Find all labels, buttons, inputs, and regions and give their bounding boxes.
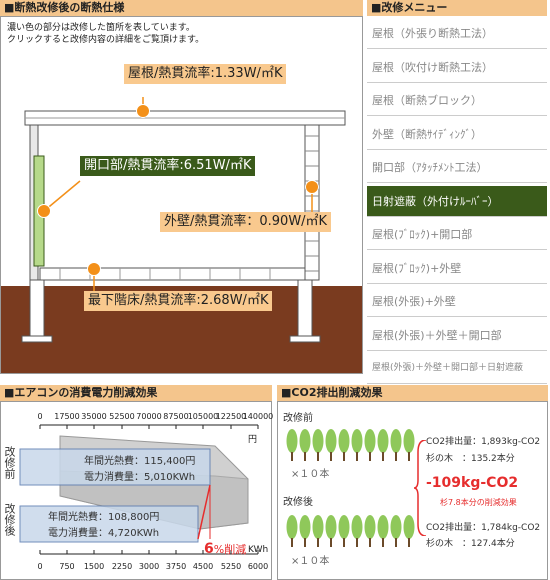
aircon-reduction: 6%削減 — [204, 538, 246, 557]
cedar-tree-icon — [364, 515, 376, 547]
cedar-tree-icon — [286, 429, 298, 461]
menu-item[interactable]: 屋根（断熱ブロック） — [367, 85, 547, 116]
aircon-bottom-tick: 0 — [37, 562, 43, 571]
aircon-before-cost: 年間光熱費：115,400円 — [84, 456, 196, 467]
co2-before-emission: CO2排出量：1,893kg-CO2 — [426, 437, 541, 447]
aircon-top-tick: 105000 — [187, 412, 219, 421]
co2-header: ■CO2排出削減効果 — [277, 385, 548, 401]
co2-after-tree-eq: 杉の木 ：127.4本分 — [426, 539, 515, 549]
spec-header: ■断熱改修後の断熱仕様 — [0, 0, 363, 16]
floor-marker-icon[interactable] — [87, 262, 101, 276]
cedar-tree-icon — [364, 429, 376, 461]
cedar-tree-icon — [390, 429, 402, 461]
co2-after-emission: CO2排出量：1,784kg-CO2 — [426, 523, 541, 533]
opening-marker-icon[interactable] — [37, 204, 51, 218]
cedar-tree-icon — [351, 515, 363, 547]
cedar-tree-icon — [390, 515, 402, 547]
cedar-tree-icon — [299, 429, 311, 461]
spec-panel: 濃い色の部分は改修した箇所を表しています。 クリックすると改修内容の詳細をご覧頂… — [0, 16, 363, 374]
aircon-after-label: 改修後 — [3, 503, 16, 536]
aircon-top-tick: 35000 — [81, 412, 107, 421]
cedar-tree-icon — [338, 515, 350, 547]
menu-item[interactable]: 屋根(ﾌﾞﾛｯｸ)+開口部 — [367, 219, 547, 250]
menu-item[interactable]: 開口部（ｱﾀｯﾁﾒﾝﾄ工法） — [367, 152, 547, 183]
aircon-top-tick: 70000 — [136, 412, 162, 421]
menu-item[interactable]: 屋根(外張)+外壁 — [367, 286, 547, 317]
cedar-tree-icon — [377, 429, 389, 461]
aircon-chart — [19, 424, 259, 555]
aircon-reduction-suffix: %削減 — [213, 543, 247, 556]
aircon-before-label: 改修前 — [3, 446, 16, 479]
floor-label[interactable]: 最下階床/熱貫流率:2.68W/㎡K — [84, 291, 273, 311]
menu-item[interactable]: 日射遮蔽（外付けﾙｰﾊﾞｰ） — [367, 185, 547, 217]
aircon-bottom-unit: KWh — [248, 545, 269, 555]
spec-desc-line1: 濃い色の部分は改修した箇所を表しています。 — [7, 23, 195, 33]
co2-reduction-brace — [414, 440, 427, 536]
co2-before-tree-eq: 杉の木 ：135.2本分 — [426, 454, 515, 464]
roof-marker-icon[interactable] — [136, 104, 150, 118]
menu-item[interactable]: 屋根(外張)＋外壁＋開口部 — [367, 319, 547, 351]
aircon-top-tick: 17500 — [54, 412, 80, 421]
aircon-bottom-tick: 750 — [59, 562, 75, 571]
aircon-top-tick: 87500 — [163, 412, 189, 421]
aircon-bottom-tick: 5250 — [220, 562, 242, 571]
cedar-tree-icon — [286, 515, 298, 547]
wall-marker-icon[interactable] — [305, 180, 319, 194]
aircon-after-cost: 年間光熱費：108,800円 — [48, 512, 160, 523]
co2-reduction: -109kg-CO2 — [426, 475, 519, 491]
aircon-reduction-pct: 6 — [204, 541, 214, 557]
spec-desc-line2: クリックすると改修内容の詳細をご覧頂けます。 — [7, 35, 205, 45]
aircon-bottom-tick: 6000 — [247, 562, 269, 571]
aircon-top-tick: 140000 — [242, 412, 274, 421]
co2-before-label: 改修前 — [283, 413, 313, 424]
wall-label[interactable]: 外壁/熱貫流率：0.90W/㎡K — [160, 212, 332, 232]
cedar-tree-icon — [338, 429, 350, 461]
aircon-bottom-tick: 3000 — [138, 562, 160, 571]
aircon-bottom-tick: 3750 — [165, 562, 187, 571]
aircon-top-tick: 52500 — [109, 412, 135, 421]
aircon-bottom-tick: 4500 — [192, 562, 214, 571]
menu-item[interactable]: 屋根(外張)＋外壁＋開口部＋日射遮蔽 — [367, 353, 547, 384]
cedar-tree-icon — [403, 429, 415, 461]
cedar-tree-icon — [351, 429, 363, 461]
cedar-tree-icon — [312, 515, 324, 547]
menu-item[interactable]: 外壁（断熱ｻｲﾃﾞｨﾝｸﾞ） — [367, 118, 547, 150]
cedar-tree-icon — [325, 429, 337, 461]
menu-item[interactable]: 屋根（外張り断熱工法） — [367, 18, 547, 49]
co2-after-trees: ×１０本 — [291, 556, 330, 567]
aircon-top-unit: 円 — [248, 435, 258, 445]
co2-after-label: 改修後 — [283, 497, 313, 508]
menu-item[interactable]: 屋根(ﾌﾞﾛｯｸ)+外壁 — [367, 252, 547, 284]
aircon-top-tick: 122500 — [215, 412, 247, 421]
cedar-tree-icon — [299, 515, 311, 547]
aircon-bottom-tick: 1500 — [83, 562, 105, 571]
aircon-after-power: 電力消費量：4,720KWh — [48, 528, 160, 539]
cedar-tree-icon — [377, 515, 389, 547]
co2-reduction-note: 杉7.8本分の削減効果 — [440, 498, 517, 507]
aircon-header: ■エアコンの消費電力削減効果 — [0, 385, 272, 401]
opening-label[interactable]: 開口部/熱貫流率:6.51W/㎡K — [80, 156, 256, 176]
cedar-tree-icon — [325, 515, 337, 547]
aircon-top-tick: 0 — [37, 412, 43, 421]
aircon-bottom-tick: 2250 — [111, 562, 133, 571]
roof-label[interactable]: 屋根/熱貫流率:1.33W/㎡K — [124, 64, 287, 84]
aircon-before-power: 電力消費量：5,010KWh — [84, 472, 196, 483]
menu-header: ■改修メニュー — [367, 0, 547, 16]
menu-item[interactable]: 屋根（吹付け断熱工法） — [367, 51, 547, 83]
cedar-tree-icon — [312, 429, 324, 461]
cedar-tree-icon — [403, 515, 415, 547]
co2-before-trees: ×１０本 — [291, 469, 330, 480]
